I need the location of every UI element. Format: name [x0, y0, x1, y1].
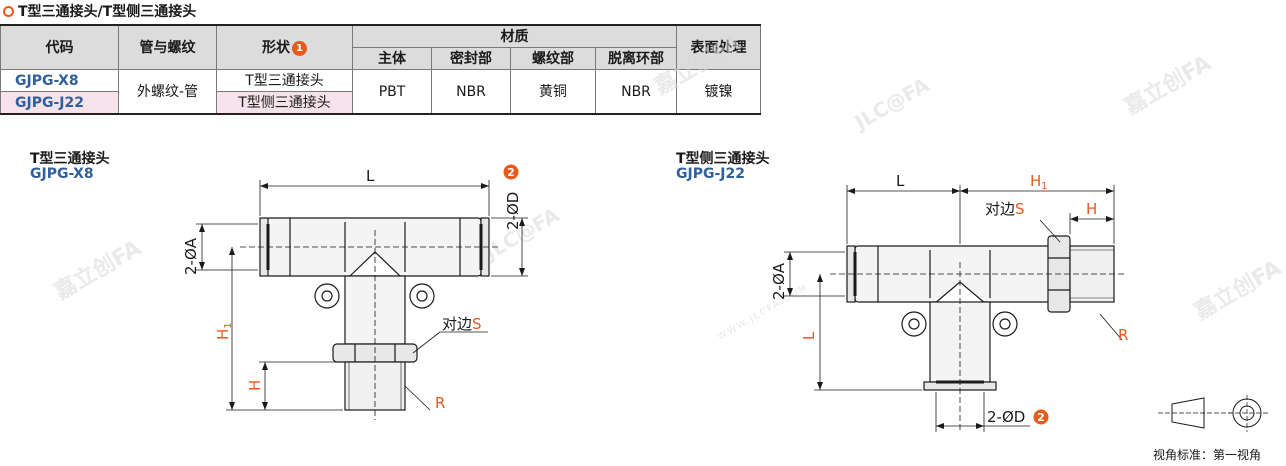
right-dim-A: 2-ØA — [770, 262, 788, 300]
projection-standard: 视角标准：第一视角 — [1153, 448, 1262, 462]
right-dim-H: H — [1086, 200, 1097, 218]
right-dim-R: R — [1118, 326, 1128, 344]
header-release: 脱离环部 — [595, 47, 677, 70]
right-dim-L-side: L — [800, 331, 818, 340]
left-diagram-code: GJPG-X8 — [30, 166, 94, 182]
circle-bullet-icon — [3, 5, 14, 17]
cell-body: PBT — [352, 69, 432, 115]
section-title-text: T型三通接头/T型侧三通接头 — [18, 4, 197, 20]
watermark-brand-2: 嘉立创FA — [1120, 50, 1216, 120]
right-dim-H1-main: H — [1030, 172, 1041, 190]
left-dim-H1-sub: 1 — [223, 322, 234, 328]
left-dim-S-text: 对边S — [442, 315, 482, 333]
right-dim-S-label: 对边 — [985, 200, 1015, 218]
right-dim-S: S — [1015, 200, 1025, 218]
header-seal: 密封部 — [431, 47, 511, 70]
right-dim-D-badge: 2 — [1033, 409, 1049, 425]
header-tube: 管与螺纹 — [118, 24, 217, 70]
right-dim-L-top: L — [896, 172, 905, 190]
left-dim-A: 2-ØA — [182, 237, 200, 275]
right-dim-D: 2-ØD — [987, 408, 1025, 426]
left-dim-D: 2-ØD — [504, 192, 522, 230]
left-dim-D-badge-text: 2 — [507, 166, 515, 179]
section-title: T型三通接头/T型侧三通接头 — [3, 2, 196, 20]
cell-thread: 黄铜 — [510, 69, 596, 115]
header-thread: 螺纹部 — [510, 47, 596, 70]
cell-tube: 外螺纹-管 — [118, 69, 217, 115]
watermark-brand-4: 嘉立创FA — [1190, 255, 1286, 325]
right-dim-S-text: 对边S — [985, 200, 1025, 218]
header-code: 代码 — [0, 24, 119, 70]
left-dim-S: S — [472, 315, 482, 333]
note-badge-1: 1 — [292, 40, 307, 56]
cell-seal: NBR — [431, 69, 511, 115]
cell-release: NBR — [595, 69, 677, 115]
header-material: 材质 — [352, 24, 677, 48]
header-body: 主体 — [352, 47, 432, 70]
row-shape-1: T型三通接头 — [216, 69, 353, 92]
header-surface: 表面处理 — [676, 24, 761, 70]
left-dim-H1-main: H — [214, 329, 232, 340]
left-dim-L: L — [366, 167, 375, 185]
row-shape-2: T型侧三通接头 — [216, 91, 353, 115]
first-angle-projection-icon — [1158, 395, 1268, 432]
row-code-1: GJPG-X8 — [0, 69, 119, 92]
watermark-logo: JLC@FA — [849, 72, 934, 135]
right-diagram-title: T型侧三通接头 — [676, 151, 770, 167]
left-diagram — [196, 180, 528, 420]
row-code-2: GJPG-J22 — [0, 91, 119, 115]
left-dim-H1: H1 — [214, 322, 234, 340]
right-dim-D-badge-text: 2 — [1037, 411, 1045, 424]
right-dim-H1-sub: 1 — [1041, 181, 1047, 192]
watermark-brand-3: 嘉立创FA — [50, 235, 146, 305]
left-dim-R: R — [435, 394, 445, 412]
right-diagram — [784, 185, 1125, 432]
cell-surface: 镀镍 — [676, 69, 761, 115]
left-diagram-title: T型三通接头 — [30, 151, 110, 167]
header-shape-text: 形状 — [262, 39, 290, 56]
left-dim-H: H — [246, 380, 264, 391]
watermark-brand: 嘉立创FA — [650, 30, 746, 100]
right-diagram-code: GJPG-J22 — [676, 166, 745, 182]
left-dim-D-badge: 2 — [503, 164, 519, 180]
left-dim-S-label: 对边 — [442, 315, 472, 333]
watermark-url: WWW.JLCFA.COM — [717, 283, 811, 343]
right-dim-H1: H1 — [1030, 172, 1048, 192]
